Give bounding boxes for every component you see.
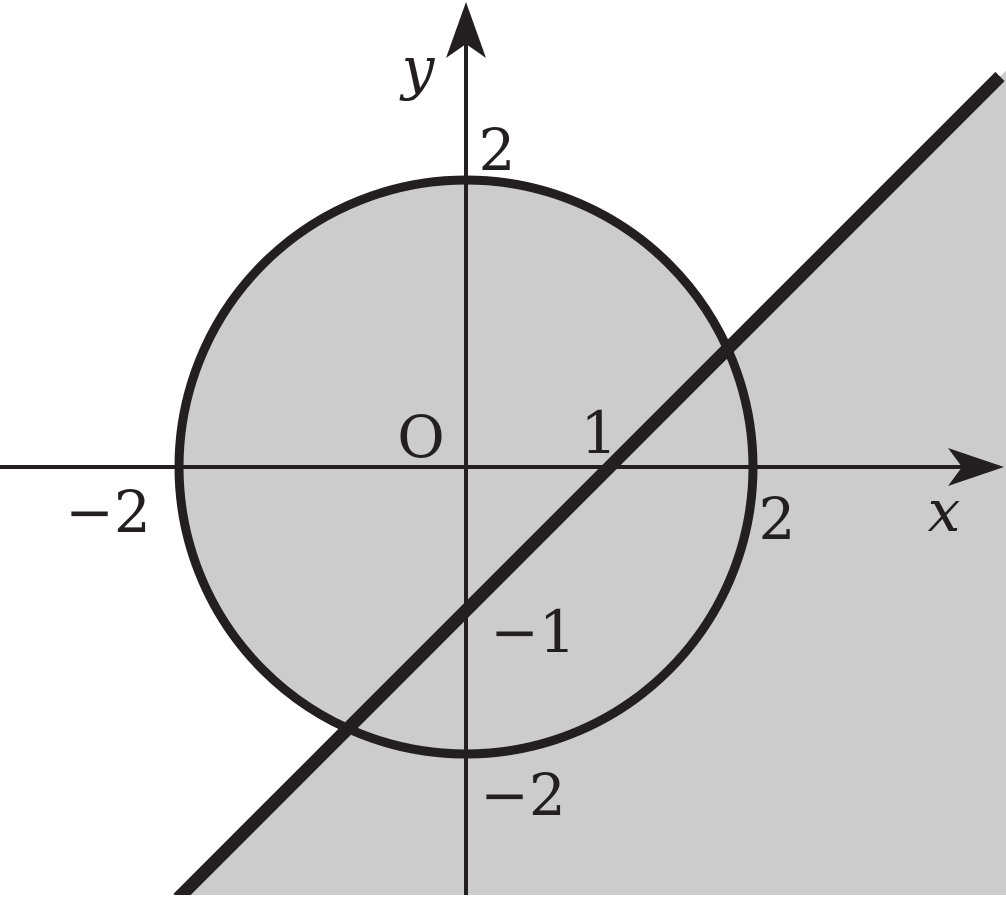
tick-label-y-neg1: −1 xyxy=(490,598,576,666)
tick-label-y-neg2: −2 xyxy=(480,761,566,829)
shaded-half-plane-region xyxy=(178,70,1006,895)
circle-boundary xyxy=(174,175,758,759)
y-axis-label: y xyxy=(399,34,436,102)
y-axis-arrowhead xyxy=(446,2,486,58)
tick-label-y-2: 2 xyxy=(479,116,516,184)
shaded-circle-cap-region xyxy=(179,179,728,729)
line-boundary xyxy=(173,71,1005,895)
tick-label-x-neg2: −2 xyxy=(65,478,151,546)
origin-label: O xyxy=(397,403,445,471)
x-axis-label: x xyxy=(928,477,961,545)
tick-label-x-2: 2 xyxy=(759,485,796,553)
tick-label-x-1: 1 xyxy=(581,399,618,467)
x-axis-arrowhead xyxy=(948,448,1004,486)
